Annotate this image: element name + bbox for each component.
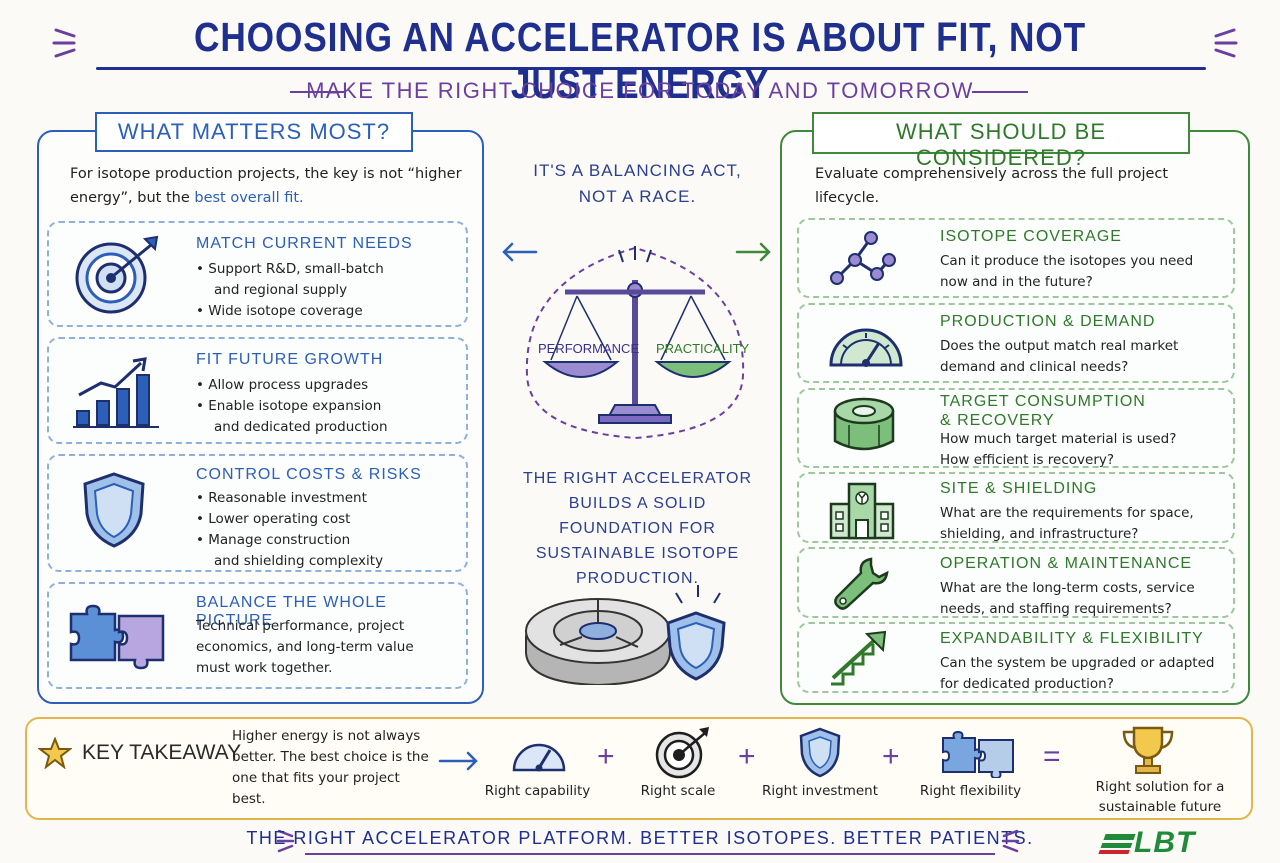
right-panel-intro: Evaluate comprehensively across the full… — [815, 166, 1169, 206]
shield-icon — [797, 726, 843, 782]
card-text: Technical performance, project economics… — [196, 618, 414, 676]
card-expandability-flexibility: EXPANDABILITY & FLEXIBILITY Can the syst… — [797, 622, 1235, 693]
left-panel-heading: WHAT MATTERS MOST? — [95, 112, 413, 152]
arrow-right-icon — [436, 750, 482, 776]
card-operation-maintenance: OPERATION & MAINTENANCE What are the lon… — [797, 547, 1235, 618]
card-bullet-continuation: and shielding complexity — [214, 553, 384, 569]
footer-underline — [305, 853, 995, 855]
subtitle-line-right — [972, 91, 1028, 93]
card-site-shielding: SITE & SHIELDING What are the requiremen… — [797, 472, 1235, 543]
card-text: What are the long-term costs, service ne… — [940, 580, 1195, 617]
trophy-icon — [1120, 724, 1176, 780]
card-target-consumption: TARGET CONSUMPTION & RECOVERY How much t… — [797, 388, 1235, 468]
footer-tagline: THE RIGHT ACCELERATOR PLATFORM. BETTER I… — [246, 828, 1034, 848]
card-title: TARGET CONSUMPTION & RECOVERY — [940, 392, 1146, 430]
plus-sign: + — [738, 740, 756, 773]
target-disc-icon — [831, 395, 897, 463]
key-takeaway-text: Higher energy is not always better. The … — [232, 728, 429, 807]
left-intro-text: For isotope production projects, the key… — [70, 166, 462, 206]
facility-icon — [827, 480, 897, 544]
card-title: CONTROL COSTS & RISKS — [196, 466, 422, 483]
title-underline — [96, 67, 1206, 70]
arrow-right-icon — [733, 240, 773, 268]
foundation-text: THE RIGHT ACCELERATOR BUILDS A SOLID FOU… — [522, 470, 753, 587]
card-bullet: Allow process upgrades — [196, 375, 456, 396]
left-intro-highlight: best overall fit. — [194, 190, 304, 206]
card-bullet: Lower operating cost — [196, 509, 456, 530]
card-bullet-continuation: and dedicated production — [214, 419, 388, 435]
footer-deco-right — [1000, 826, 1020, 860]
molecule-icon — [827, 230, 899, 294]
card-bullet-continuation: and regional supply — [214, 282, 348, 298]
takeaway-item-label: Right flexibility — [919, 783, 1022, 799]
card-title-line: & RECOVERY — [940, 412, 1055, 429]
plus-sign: + — [882, 740, 900, 773]
card-control-costs-risks: CONTROL COSTS & RISKS Reasonable investm… — [47, 454, 468, 572]
card-title: EXPANDABILITY & FLEXIBILITY — [940, 630, 1204, 647]
star-icon — [37, 736, 73, 773]
takeaway-result: Right solution for a sustainable future — [1095, 779, 1225, 815]
card-title: SITE & SHIELDING — [940, 480, 1098, 497]
growth-chart-icon — [71, 353, 163, 437]
card-production-demand: PRODUCTION & DEMAND Does the output matc… — [797, 303, 1235, 383]
balancing-act-text: IT'S A BALANCING ACT, NOT A RACE. — [533, 161, 742, 206]
card-bullet: Support R&D, small-batch — [196, 259, 456, 280]
left-panel-intro: For isotope production projects, the key… — [70, 162, 465, 210]
card-title: FIT FUTURE GROWTH — [196, 351, 384, 368]
arrow-left-icon — [500, 240, 540, 268]
balance-scale-icon — [515, 240, 755, 449]
target-icon — [71, 233, 161, 322]
right-panel-heading: WHAT SHOULD BE CONSIDERED? — [812, 112, 1190, 170]
plus-sign: + — [597, 740, 615, 773]
card-title: MATCH CURRENT NEEDS — [196, 235, 413, 252]
card-isotope-coverage: ISOTOPE COVERAGE Can it produce the isot… — [797, 218, 1235, 298]
card-text: Does the output match real market demand… — [940, 338, 1179, 375]
card-fit-future-growth: FIT FUTURE GROWTH Allow process upgrades… — [47, 337, 468, 444]
card-title: PRODUCTION & DEMAND — [940, 313, 1156, 330]
gauge-icon — [827, 313, 905, 377]
card-match-current-needs: MATCH CURRENT NEEDS Support R&D, small-b… — [47, 221, 468, 327]
card-bullet: Wide isotope coverage — [196, 301, 456, 322]
takeaway-item-label: Right capability — [484, 783, 591, 799]
card-text: Can the system be upgraded or adapted fo… — [940, 655, 1215, 692]
card-text: What are the requirements for space, shi… — [940, 505, 1194, 542]
card-title: OPERATION & MAINTENANCE — [940, 555, 1193, 572]
key-takeaway-label: KEY TAKEAWAY — [82, 741, 242, 764]
logo-mark — [1098, 834, 1136, 855]
card-text: How much target material is used? How ef… — [940, 431, 1177, 468]
card-title-line: TARGET CONSUMPTION — [940, 393, 1146, 410]
puzzle-icon — [940, 730, 1016, 782]
card-text: Can it produce the isotopes you need now… — [940, 253, 1194, 290]
subtitle-line-left — [290, 91, 346, 93]
puzzle-icon — [67, 604, 167, 674]
card-title: ISOTOPE COVERAGE — [940, 228, 1122, 245]
foundation-disc-icon — [520, 575, 680, 689]
takeaway-item-label: Right scale — [640, 783, 716, 799]
card-title: BALANCE THE WHOLE PICTURE — [196, 594, 387, 629]
logo-text: LBT — [1134, 826, 1196, 859]
growth-arrow-icon — [829, 628, 891, 692]
shield-sparkle-icon — [662, 583, 732, 687]
wrench-icon — [831, 555, 891, 619]
scale-label-practicality: PRACTICALITY — [656, 341, 750, 356]
takeaway-item-label: Right investment — [761, 783, 879, 799]
card-bullet: Reasonable investment — [196, 488, 456, 509]
card-bullet: Enable isotope expansion — [196, 396, 456, 417]
card-balance-whole-picture: BALANCE THE WHOLE PICTURE Technical perf… — [47, 582, 468, 689]
shield-icon — [79, 470, 149, 554]
footer-deco-left — [276, 826, 296, 860]
target-icon — [653, 725, 711, 783]
card-bullet: Manage construction — [196, 530, 456, 551]
key-takeaway-box — [25, 717, 1253, 820]
gauge-icon — [510, 728, 568, 780]
equals-sign: = — [1043, 740, 1061, 773]
title-deco-right — [1212, 24, 1238, 62]
scale-label-performance: PERFORMANCE — [538, 341, 640, 356]
title-deco-left — [52, 24, 78, 62]
lbt-logo: LBT — [1098, 826, 1196, 860]
subtitle: MAKE THE RIGHT CHOICE FOR TODAY AND TOMO… — [306, 78, 974, 103]
